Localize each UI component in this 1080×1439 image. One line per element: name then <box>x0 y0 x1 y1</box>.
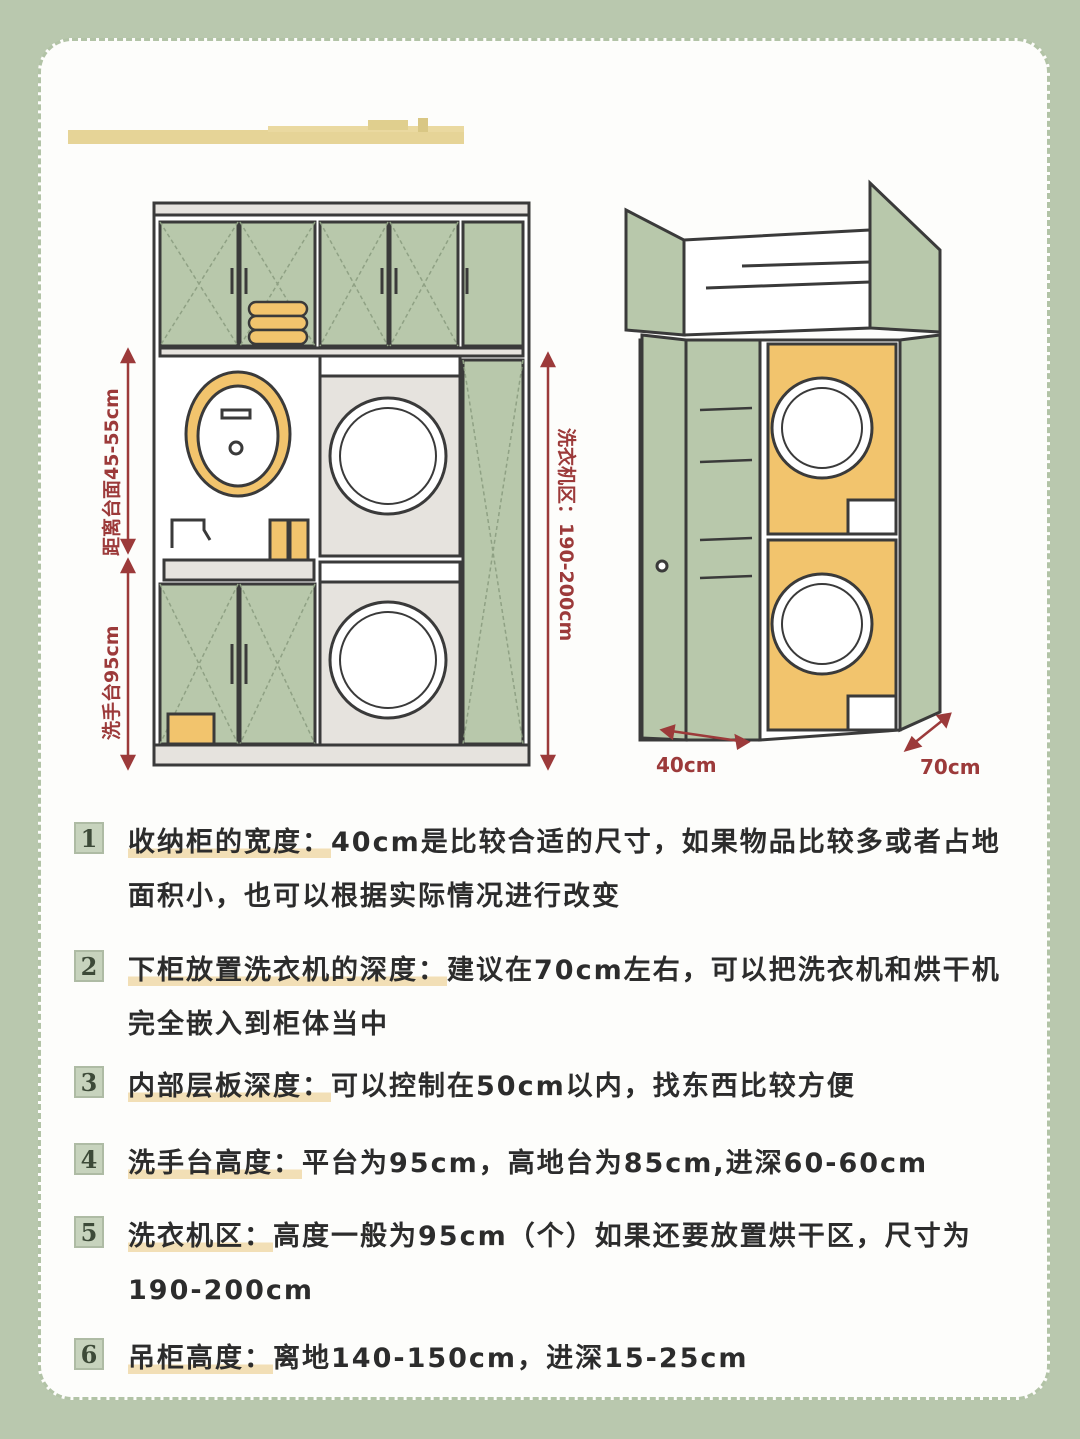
sink-counter-icon <box>162 518 316 582</box>
interior-shelves <box>699 406 753 580</box>
stacked-washer-dryer-perspective <box>766 342 898 732</box>
towel-stack-icon <box>247 300 309 346</box>
depth-label: 70cm <box>920 755 981 779</box>
left-dimension-lines <box>119 347 557 771</box>
left-label-top: 距离台面45-55cm <box>100 388 123 556</box>
right-label-washer-zone: 洗衣机区：190-200cm <box>555 428 578 641</box>
storage-box-icon <box>166 712 216 746</box>
mirror-cabinet-icon <box>184 370 292 498</box>
front-cabinet <box>152 201 531 767</box>
perspective-cabinet <box>624 179 942 742</box>
upper-cabinet-doors <box>158 220 525 348</box>
stacked-washer-dryer-front <box>318 354 462 764</box>
left-label-bottom: 洗手台95cm <box>100 625 123 740</box>
width-depth-arrows <box>659 712 952 752</box>
decorative-wood-bar <box>68 118 464 144</box>
cabinet-handle-icons <box>230 268 469 294</box>
width-label: 40cm <box>656 753 717 777</box>
laundry-cabinet-diagram: 距离台面45-55cm 洗手台95cm 洗衣机区：190-200cm <box>100 179 981 779</box>
